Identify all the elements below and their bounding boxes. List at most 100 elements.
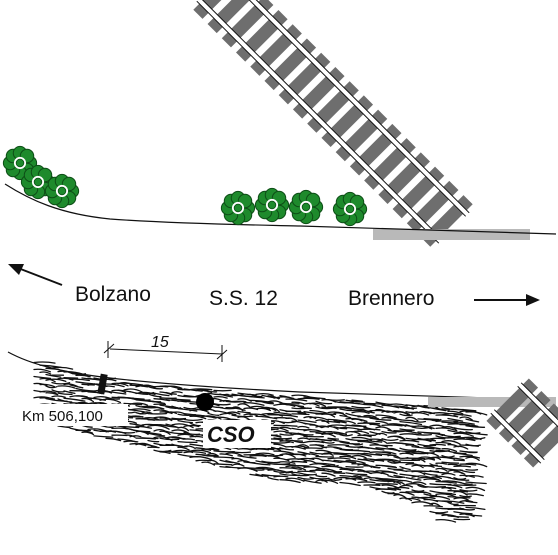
slope-stroke bbox=[285, 445, 306, 450]
slope-stroke bbox=[429, 476, 442, 480]
slope-stroke bbox=[393, 493, 407, 499]
slope-stroke bbox=[339, 481, 361, 487]
slope-stroke bbox=[309, 409, 328, 414]
slope-stroke bbox=[315, 455, 335, 458]
slope-stroke bbox=[297, 444, 310, 448]
slope-stroke bbox=[147, 393, 162, 398]
slope-stroke bbox=[237, 410, 251, 414]
slope-stroke bbox=[123, 388, 143, 393]
rail-bed bbox=[196, 0, 443, 244]
slope-stroke bbox=[465, 418, 480, 423]
slope-stroke bbox=[123, 382, 144, 386]
slope-stroke bbox=[39, 377, 56, 383]
slope-stroke bbox=[279, 447, 295, 451]
bush bbox=[44, 173, 80, 209]
slope-stroke bbox=[417, 496, 436, 500]
slope-stroke bbox=[165, 423, 178, 428]
slope-stroke bbox=[177, 419, 194, 424]
kilometre-post-icon bbox=[97, 373, 108, 395]
site-marker-label: CSO bbox=[207, 422, 255, 447]
slope-stroke bbox=[75, 387, 96, 392]
slope-stroke bbox=[399, 466, 411, 471]
slope-stroke bbox=[423, 452, 439, 457]
slope-stroke bbox=[129, 408, 151, 412]
slope-stroke bbox=[345, 412, 361, 417]
slope-stroke bbox=[423, 425, 435, 430]
slope-stroke bbox=[423, 458, 435, 461]
slope-stroke bbox=[387, 480, 402, 485]
slope-stroke bbox=[411, 458, 426, 463]
slope-stroke bbox=[351, 418, 363, 422]
rail-bed bbox=[490, 409, 545, 464]
slope-stroke bbox=[165, 450, 183, 453]
slope-stroke bbox=[369, 423, 381, 427]
slope-stroke bbox=[189, 449, 212, 454]
slope-stroke bbox=[201, 389, 218, 393]
slope-stroke bbox=[207, 452, 219, 457]
slope-stroke bbox=[339, 414, 352, 419]
slope-stroke bbox=[33, 368, 52, 373]
slope-stroke bbox=[369, 451, 392, 455]
slope-stroke bbox=[399, 447, 417, 451]
slope-stroke bbox=[351, 410, 370, 414]
slope-stroke bbox=[465, 431, 488, 436]
slope-stroke bbox=[465, 486, 486, 492]
slope-stroke bbox=[327, 477, 343, 481]
slope-stroke bbox=[177, 407, 198, 412]
slope-stroke bbox=[225, 460, 240, 465]
rail-line bbox=[255, 0, 470, 214]
slope-stroke bbox=[345, 472, 368, 476]
slope-stroke bbox=[327, 464, 339, 467]
site-label-backdrop bbox=[203, 420, 271, 448]
slope-stroke bbox=[453, 452, 473, 457]
slope-stroke bbox=[207, 459, 219, 465]
slope-stroke bbox=[297, 476, 315, 480]
slope-stroke bbox=[393, 474, 406, 479]
slope-stroke bbox=[327, 424, 347, 427]
slope-stroke bbox=[465, 513, 483, 517]
slope-stroke bbox=[327, 444, 350, 447]
rail-sleeper bbox=[523, 424, 558, 468]
slope-stroke bbox=[183, 445, 196, 450]
slope-stroke bbox=[81, 431, 95, 436]
bush bbox=[220, 190, 256, 226]
slope-stroke bbox=[267, 476, 279, 481]
bush-core bbox=[57, 186, 67, 196]
slope-stroke bbox=[429, 510, 449, 514]
slope-stroke bbox=[405, 416, 419, 422]
slope-stroke bbox=[423, 445, 441, 450]
slope-stroke bbox=[63, 390, 76, 395]
rail-line bbox=[490, 412, 542, 464]
slope-stroke bbox=[249, 454, 267, 457]
slope-stroke bbox=[447, 501, 459, 506]
slope-stroke bbox=[411, 481, 427, 485]
slope-stroke bbox=[321, 452, 334, 456]
slope-stroke bbox=[399, 413, 413, 417]
slope-stroke bbox=[213, 450, 235, 453]
slope-stroke bbox=[423, 472, 438, 476]
slope-stroke bbox=[339, 474, 362, 479]
slope-stroke bbox=[303, 479, 322, 484]
slope-stroke bbox=[357, 416, 379, 420]
slope-stroke bbox=[297, 465, 310, 467]
slope-stroke bbox=[393, 418, 414, 422]
slope-stroke bbox=[465, 443, 481, 447]
slope-stroke bbox=[291, 401, 305, 405]
slope-stroke bbox=[345, 477, 368, 482]
slope-stroke bbox=[453, 438, 476, 442]
slope-stroke bbox=[399, 406, 418, 410]
slope-stroke bbox=[411, 489, 425, 492]
slope-stroke bbox=[321, 425, 339, 430]
slope-stroke bbox=[291, 453, 307, 457]
slope-stroke bbox=[129, 402, 149, 406]
slope-stroke bbox=[453, 497, 469, 501]
slope-stroke bbox=[243, 395, 265, 399]
slope-stroke bbox=[141, 411, 153, 415]
slope-stroke bbox=[171, 417, 187, 420]
slope-stroke bbox=[123, 440, 139, 443]
slope-stroke bbox=[237, 459, 250, 463]
slope-stroke bbox=[213, 395, 228, 399]
slope-stroke bbox=[213, 463, 233, 466]
kilometre-marker-label: Km 506,100 bbox=[22, 408, 103, 425]
slope-stroke bbox=[369, 403, 384, 408]
